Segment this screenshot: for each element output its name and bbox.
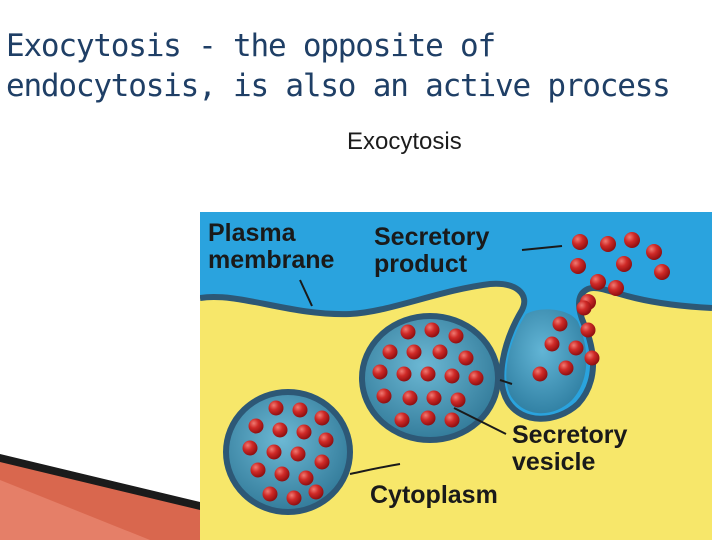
slide-title: Exocytosis - the opposite of endocytosis… <box>6 26 706 106</box>
figure-title: Exocytosis <box>347 128 462 155</box>
label-secretory-product: Secretory product <box>374 224 489 278</box>
label-cytoplasm: Cytoplasm <box>370 481 498 509</box>
pointer-vesicle-gap <box>453 407 507 435</box>
fusing-vesicle <box>506 309 587 414</box>
slide-title-line-2: endocytosis, is also an active process <box>6 68 671 104</box>
corner-decoration <box>0 454 200 540</box>
label-secretory-product-line-2: product <box>374 250 468 278</box>
pointer-vesicle-middle <box>499 379 513 385</box>
fusing-vesicle-particles <box>532 300 600 382</box>
pointer-secretory-product <box>521 245 563 251</box>
label-plasma-membrane-line-2: membrane <box>208 246 335 274</box>
secretory-product-particles <box>570 232 670 310</box>
label-plasma-membrane: Plasma membrane <box>208 220 334 274</box>
exocytosis-diagram: Plasma membrane Secretory product Secret… <box>200 212 712 540</box>
label-secretory-vesicle-line-1: Secretory <box>512 421 628 449</box>
label-secretory-vesicle-line-2: vesicle <box>512 448 596 476</box>
slide-title-line-1: Exocytosis - the opposite of <box>6 28 496 64</box>
pointer-vesicle-left <box>349 463 401 475</box>
left-vesicle-particles <box>242 400 334 506</box>
label-plasma-membrane-line-1: Plasma <box>208 219 296 247</box>
middle-vesicle-particles <box>372 322 484 428</box>
label-secretory-product-line-1: Secretory <box>374 223 490 251</box>
pointer-plasma-membrane <box>299 279 313 307</box>
diagram-graphic <box>200 212 712 540</box>
label-secretory-vesicle: Secretory vesicle <box>512 422 627 476</box>
